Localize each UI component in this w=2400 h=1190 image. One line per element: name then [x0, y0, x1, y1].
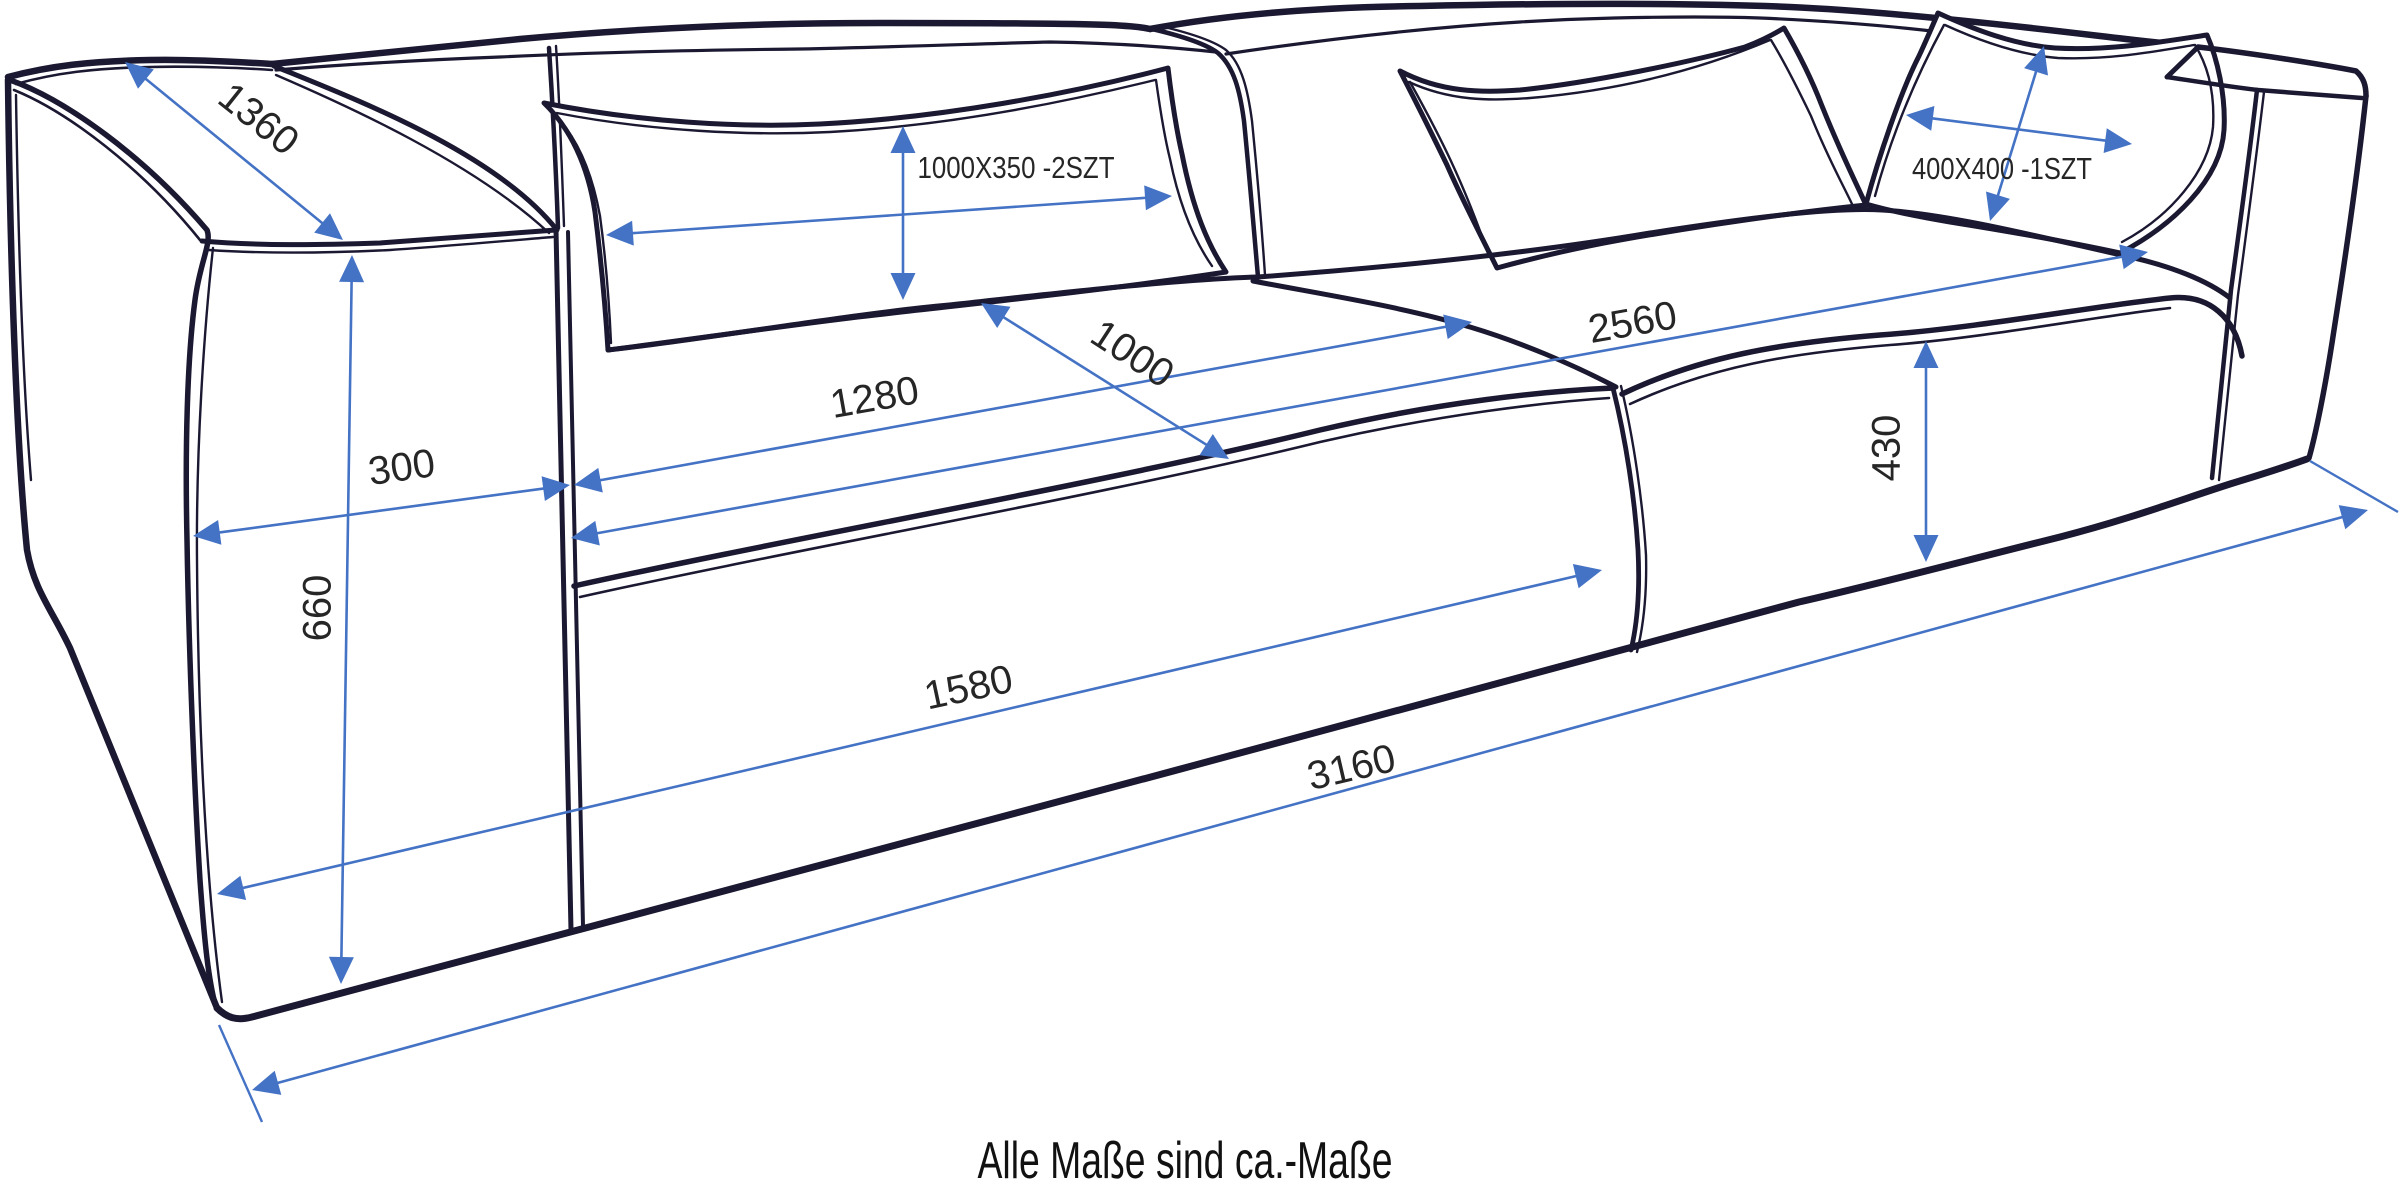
svg-text:Alle Maße sind ca.-Maße: Alle Maße sind ca.-Maße: [978, 1132, 1393, 1190]
svg-text:660: 660: [296, 575, 340, 642]
svg-text:300: 300: [366, 441, 438, 494]
svg-text:400X400 -1SZT: 400X400 -1SZT: [1912, 151, 2092, 186]
svg-text:1000X350 -2SZT: 1000X350 -2SZT: [918, 150, 1115, 185]
svg-text:430: 430: [1865, 415, 1909, 482]
